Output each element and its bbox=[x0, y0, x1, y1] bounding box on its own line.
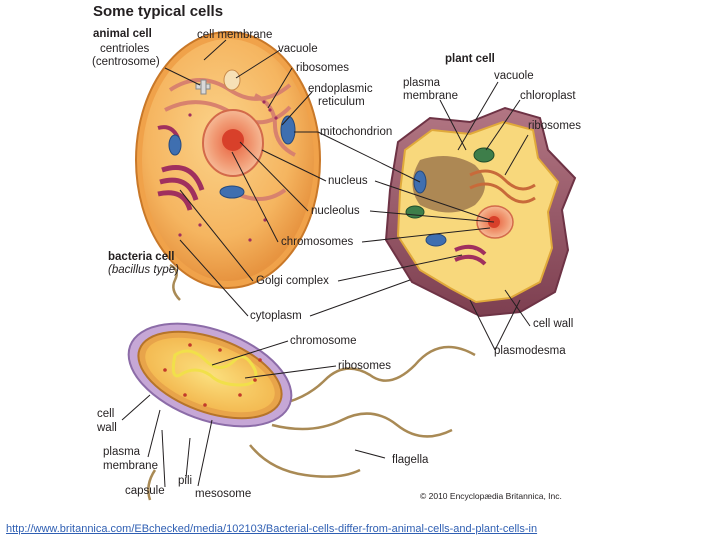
leader-lines bbox=[121, 39, 531, 488]
plant-cell-heading: plant cell bbox=[445, 53, 495, 65]
animal-cell-heading: animal cell bbox=[93, 28, 152, 40]
label-chromosomes: chromosomes bbox=[281, 236, 354, 248]
label-mesosome: mesosome bbox=[195, 488, 252, 500]
label-plant-vacuole: vacuole bbox=[494, 70, 534, 82]
label-flagella: flagella bbox=[392, 454, 429, 466]
label-pili: pili bbox=[178, 475, 193, 487]
label-golgi-complex: Golgi complex bbox=[256, 275, 329, 287]
label-bacteria-cell: cell bbox=[97, 408, 115, 420]
label-bacteria-wall: wall bbox=[97, 422, 117, 434]
label-cell-membrane: cell membrane bbox=[197, 29, 273, 41]
label-bacteria-ribosomes: ribosomes bbox=[338, 360, 392, 372]
label-animal-vacuole: vacuole bbox=[278, 43, 318, 55]
label-centrosome: (centrosome) bbox=[92, 56, 160, 68]
bacteria-cell-heading: bacteria cell bbox=[108, 251, 175, 263]
label-nucleus: nucleus bbox=[328, 175, 368, 187]
bacteria-cell-subheading: (bacillus type) bbox=[108, 264, 179, 276]
label-cytoplasm: cytoplasm bbox=[250, 310, 302, 322]
label-nucleolus: nucleolus bbox=[311, 205, 360, 217]
page-title: Some typical cells bbox=[93, 3, 224, 20]
label-mitochondrion: mitochondrion bbox=[320, 126, 393, 138]
label-plasma-membrane: membrane bbox=[403, 90, 458, 102]
label-bacteria-plasma: plasma bbox=[103, 446, 141, 458]
label-bacteria-membrane: membrane bbox=[103, 460, 158, 472]
copyright-notice: © 2010 Encyclopædia Britannica, Inc. bbox=[420, 491, 562, 501]
label-centrioles: centrioles bbox=[100, 43, 150, 55]
source-link[interactable]: http://www.britannica.com/EBchecked/medi… bbox=[6, 523, 538, 535]
bacteria-cell-drawing bbox=[127, 263, 476, 501]
label-plasma: plasma bbox=[403, 77, 441, 89]
label-plant-ribosomes: ribosomes bbox=[528, 120, 582, 132]
label-plasmodesma: plasmodesma bbox=[494, 345, 566, 357]
label-animal-ribosomes: ribosomes bbox=[296, 62, 350, 74]
label-reticulum: reticulum bbox=[318, 96, 365, 108]
label-cell-wall: cell wall bbox=[533, 318, 574, 330]
plant-cell-drawing bbox=[384, 106, 577, 318]
animal-cell-drawing bbox=[135, 31, 321, 289]
label-capsule: capsule bbox=[125, 485, 165, 497]
label-chloroplast: chloroplast bbox=[520, 90, 576, 102]
label-endoplasmic: endoplasmic bbox=[308, 83, 373, 95]
label-chromosome: chromosome bbox=[290, 335, 357, 347]
